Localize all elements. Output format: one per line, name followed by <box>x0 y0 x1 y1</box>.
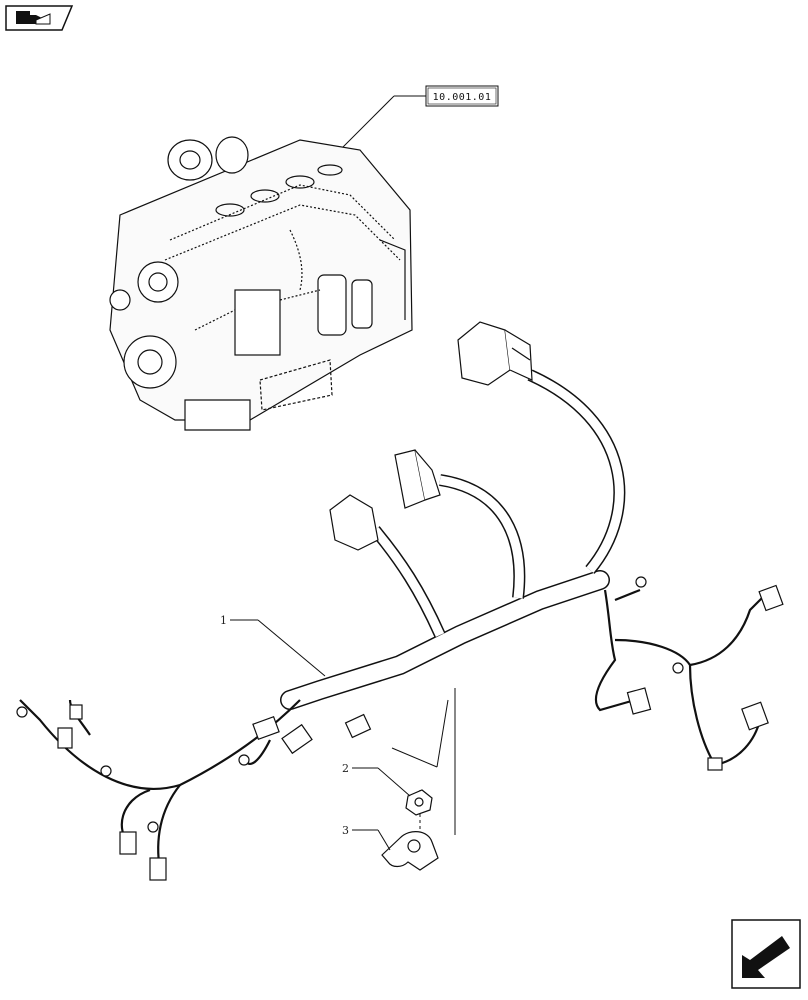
connector-top-large[interactable] <box>457 321 533 386</box>
next-page-arrow-icon <box>742 936 790 978</box>
part-2-nut[interactable] <box>405 789 433 816</box>
callout-number: 3 <box>342 824 349 837</box>
clips <box>16 576 684 833</box>
part-3-clamp[interactable] <box>381 831 439 871</box>
connector-left-group[interactable] <box>57 704 372 881</box>
wiring-harness[interactable] <box>19 369 771 871</box>
header-badge[interactable] <box>5 5 74 31</box>
next-page-button[interactable] <box>731 919 801 989</box>
callout-number: 1 <box>220 614 227 627</box>
engine-illustration <box>109 136 413 431</box>
callout-3[interactable]: 3 <box>342 824 391 851</box>
tractor-book-icon <box>16 11 51 25</box>
connector-right-group[interactable] <box>626 584 784 771</box>
reference-code: 10.001.01 <box>433 92 492 103</box>
connector-left-socket[interactable] <box>329 494 379 551</box>
callout-1[interactable]: 1 <box>220 614 326 677</box>
callout-2[interactable]: 2 <box>342 762 411 797</box>
callout-number: 2 <box>342 762 349 775</box>
connector-middle-flat[interactable] <box>394 449 441 509</box>
reference-callout[interactable]: 10.001.01 <box>341 85 499 149</box>
